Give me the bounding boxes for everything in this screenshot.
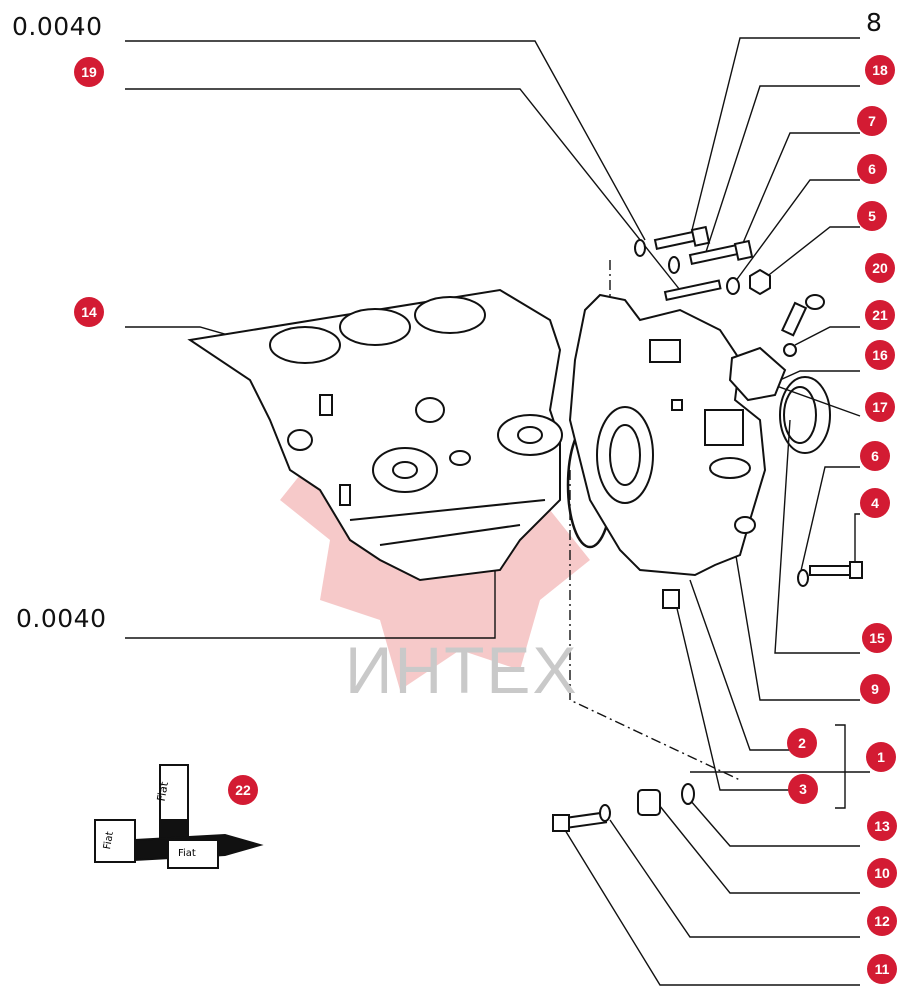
tool-stamp-3: Fiat: [178, 848, 196, 859]
special-tools: [94, 764, 264, 869]
callout-22[interactable]: 22: [228, 775, 258, 805]
callout-16[interactable]: 16: [865, 340, 895, 370]
engine-block: [187, 288, 563, 582]
callout-3[interactable]: 3: [788, 774, 818, 804]
callout-13[interactable]: 13: [867, 811, 897, 841]
seal-ring-17: [779, 376, 831, 454]
callout-18[interactable]: 18: [865, 55, 895, 85]
callout-21[interactable]: 21: [865, 300, 895, 330]
reference-code-eight: 8: [866, 8, 883, 37]
callout-6-bottom[interactable]: 6: [860, 441, 890, 471]
callout-10[interactable]: 10: [867, 858, 897, 888]
reference-code-bottom: 0.0040: [16, 604, 107, 633]
callout-2[interactable]: 2: [787, 728, 817, 758]
callout-17[interactable]: 17: [865, 392, 895, 422]
callout-1[interactable]: 1: [866, 742, 896, 772]
reference-code-top: 0.0040: [12, 12, 103, 41]
watermark-text: ИНТЕХ: [345, 633, 579, 707]
bolts: [552, 225, 863, 832]
callout-7[interactable]: 7: [857, 106, 887, 136]
callout-14[interactable]: 14: [74, 297, 104, 327]
callout-9[interactable]: 9: [860, 674, 890, 704]
leader-lines: [125, 37, 870, 986]
callout-5[interactable]: 5: [857, 201, 887, 231]
callout-11[interactable]: 11: [867, 954, 897, 984]
callout-15[interactable]: 15: [862, 623, 892, 653]
callout-6-top[interactable]: 6: [857, 154, 887, 184]
callout-19[interactable]: 19: [74, 57, 104, 87]
front-cover-housing: [568, 293, 767, 577]
callout-4[interactable]: 4: [860, 488, 890, 518]
callout-20[interactable]: 20: [865, 253, 895, 283]
cover-plate: [728, 346, 787, 402]
callout-12[interactable]: 12: [867, 906, 897, 936]
